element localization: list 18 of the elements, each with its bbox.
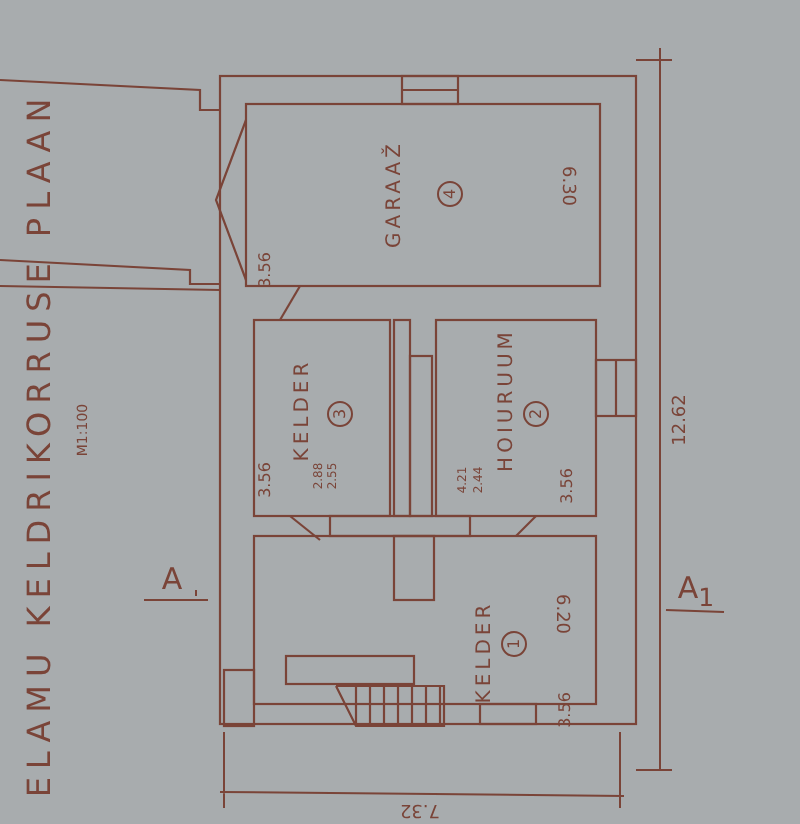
room-area: 6.20	[551, 593, 569, 635]
room-name: KELDER	[294, 358, 314, 462]
dimension-text: 7.32	[399, 799, 441, 817]
room-number: 4	[437, 181, 463, 207]
dimension-text: 3.56	[258, 252, 274, 288]
section-marker: A	[161, 565, 183, 595]
section-marker: A$_{1}$	[677, 573, 715, 611]
room-name: HOIURUUM	[498, 328, 518, 472]
room-name: GARAAŽ	[386, 140, 406, 248]
dimension-text: 12.62	[673, 394, 691, 446]
room-area: 6.30	[557, 165, 575, 207]
room-number: 3	[327, 401, 353, 427]
plan-title: ELAMU KELDRIKORRUSE PLAAN	[24, 90, 56, 798]
dimension-text: 3.56	[258, 462, 274, 498]
room-name: KELDER	[476, 600, 496, 704]
dimension-text: 3.56	[560, 468, 576, 504]
room-number: 2	[523, 401, 549, 427]
room-number: 1	[501, 631, 527, 657]
